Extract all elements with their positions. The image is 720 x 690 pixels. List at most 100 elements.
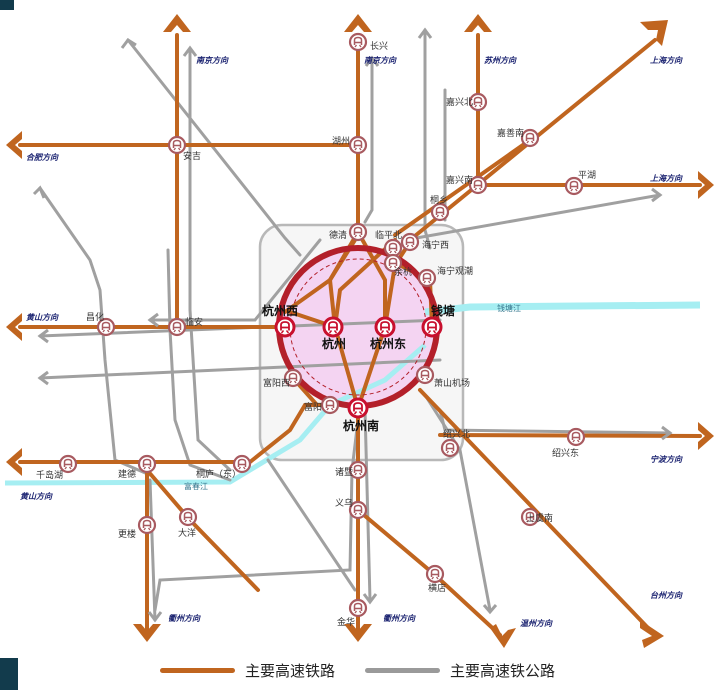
station-shaoxingbei[interactable]	[440, 438, 460, 458]
label-qiantang: 钱塘	[431, 303, 455, 318]
label-fuyang: 富阳	[304, 401, 322, 413]
label-gengliu: 更楼	[118, 528, 136, 540]
station-jiashannan[interactable]	[520, 128, 540, 148]
station-shaoxingdong[interactable]	[566, 427, 586, 447]
station-qiandaohu[interactable]	[58, 454, 78, 474]
expressway-network	[38, 28, 672, 622]
label-jiashannan: 嘉善南	[497, 127, 524, 139]
legend-expressway: 主要高速铁公路	[365, 658, 555, 682]
label-jiaxingnan: 嘉兴南	[446, 174, 473, 186]
label-jiaxingbei: 嘉兴北	[446, 96, 473, 108]
arrow-up-icon	[464, 14, 492, 32]
qiantangjiang-river	[424, 301, 701, 316]
road-arrows	[32, 27, 673, 623]
direction-huangshan-a: 黄山方向	[26, 313, 59, 322]
label-hengdian: 横店	[428, 582, 446, 594]
label-hangzhou: 杭州	[322, 336, 346, 351]
label-linpingbei: 临平北	[375, 229, 402, 241]
label-shangyunan: 上虞南	[526, 512, 553, 524]
direction-nanjing-b: 南京方向	[364, 56, 397, 65]
station-fuyang[interactable]	[320, 395, 340, 415]
label-hangzhounan: 杭州南	[343, 418, 379, 433]
arrow-up-icon	[163, 14, 191, 32]
label-shaoxingdong: 绍兴东	[552, 447, 579, 459]
fuchunjiang-river	[4, 343, 427, 486]
station-linpingbei[interactable]	[383, 238, 403, 258]
legend-expressway-swatch	[365, 667, 440, 673]
label-tongxiang: 桐乡	[430, 194, 448, 206]
corner-decoration-top	[0, 0, 14, 10]
label-hainingxi: 海宁西	[422, 239, 449, 251]
arrow-left-icon	[6, 313, 22, 341]
label-hangzhouxi: 杭州西	[262, 303, 298, 318]
label-huzhou: 湖州	[332, 136, 350, 147]
station-deqing[interactable]	[348, 222, 368, 242]
station-hainingxi[interactable]	[400, 232, 420, 252]
station-tongxiang[interactable]	[430, 202, 450, 222]
label-fuyangxi: 富阳西	[263, 377, 290, 389]
direction-shanghai-a: 上海方向	[650, 56, 683, 65]
label-tonglu: 桐庐（东）	[196, 468, 241, 480]
station-anji[interactable]	[167, 135, 187, 155]
label-deqing: 德清	[329, 229, 347, 241]
legend-hsr-label: 主要高速铁路	[245, 661, 336, 680]
station-linan[interactable]	[167, 317, 187, 337]
label-shaoxingbei: 绍兴北	[443, 428, 470, 440]
station-dayang[interactable]	[178, 507, 198, 527]
legend-hsr: 主要高速铁路	[160, 658, 335, 682]
legend-hsr-swatch	[160, 667, 235, 673]
label-xiaoshanjichang: 萧山机场	[434, 377, 470, 389]
direction-ningbo: 宁波方向	[650, 455, 683, 464]
arrow-downright-icon	[490, 624, 516, 648]
direction-quzhou-b: 衢州方向	[383, 614, 416, 623]
label-hangzhoudong: 杭州东	[370, 336, 406, 351]
map-legend: 主要高速铁路 主要高速铁公路	[160, 658, 600, 682]
direction-shanghai-b: 上海方向	[650, 174, 683, 183]
arrow-left-icon	[6, 131, 22, 159]
label-jinhua: 金华	[337, 616, 355, 628]
station-changxing[interactable]	[348, 32, 368, 52]
label-dayang: 大洋	[178, 527, 196, 539]
arrow-downright-icon	[640, 620, 664, 648]
label-changhua: 昌化	[86, 311, 104, 323]
direction-wenzhou: 温州方向	[520, 619, 553, 628]
arrow-upright-icon	[640, 20, 668, 46]
station-hengdian[interactable]	[425, 564, 445, 584]
legend-expressway-label: 主要高速铁公路	[450, 661, 556, 680]
label-pinghu: 平湖	[578, 170, 596, 181]
arrow-right-icon	[698, 422, 714, 450]
label-changxing: 长兴	[370, 40, 388, 52]
station-hangzhoudong[interactable]	[374, 316, 396, 338]
station-xiaoshanjichang[interactable]	[415, 365, 435, 385]
station-jiande[interactable]	[137, 454, 157, 474]
label-yiwu: 义乌	[335, 497, 353, 509]
direction-huangshan-b: 黄山方向	[20, 492, 53, 501]
label-fuchunjiang: 富春江	[184, 481, 208, 491]
direction-nanjing-a: 南京方向	[196, 56, 229, 65]
direction-taizhou: 台州方向	[650, 591, 683, 600]
label-yuhang: 余杭	[394, 266, 412, 278]
station-hangzhouxi[interactable]	[274, 316, 296, 338]
arrow-right-icon	[698, 171, 714, 199]
arrow-up-icon	[344, 14, 372, 32]
arrow-down-icon	[133, 624, 161, 642]
direction-hefei: 合肥方向	[26, 153, 59, 162]
label-linan: 临安	[185, 316, 203, 328]
station-hangzhounan[interactable]	[347, 397, 369, 419]
station-hangzhou[interactable]	[322, 316, 344, 338]
station-haininguanchao[interactable]	[417, 268, 437, 288]
label-zhuji: 诸暨	[335, 467, 353, 478]
label-anji: 安吉	[183, 150, 201, 162]
label-qiandaohu: 千岛湖	[36, 469, 63, 481]
label-haininguanchao: 海宁观潮	[437, 265, 473, 277]
station-jinhua[interactable]	[348, 598, 368, 618]
direction-suzhou: 苏州方向	[484, 56, 517, 65]
arrow-down-icon	[344, 624, 372, 642]
station-gengliu[interactable]	[137, 515, 157, 535]
arrow-left-icon	[6, 448, 22, 476]
station-qiantang[interactable]	[421, 316, 443, 338]
label-jiande: 建德	[118, 468, 136, 480]
direction-quzhou-a: 衢州方向	[168, 614, 201, 623]
station-huzhou[interactable]	[348, 135, 368, 155]
